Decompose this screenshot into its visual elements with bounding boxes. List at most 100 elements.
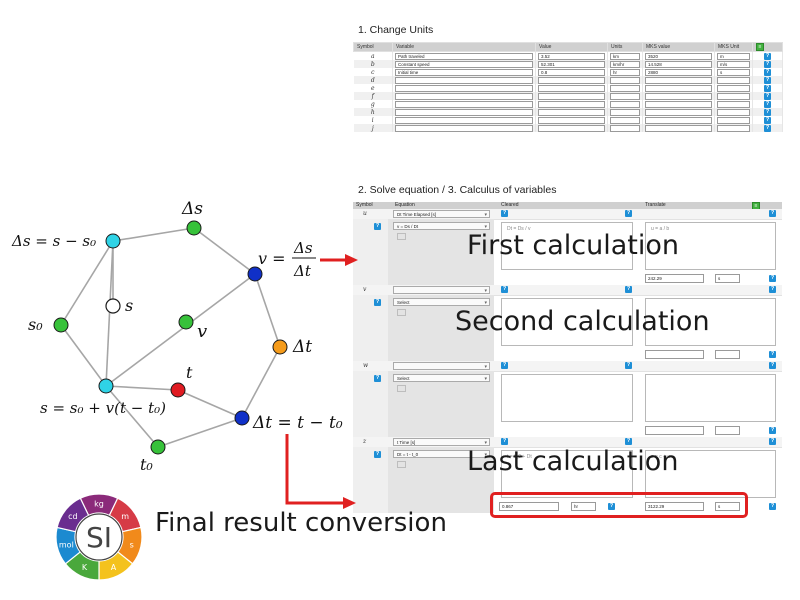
help-icon[interactable]: ? — [764, 108, 771, 116]
variable-input[interactable] — [395, 84, 533, 92]
units-input[interactable]: km — [610, 52, 640, 60]
value-input[interactable] — [538, 76, 605, 84]
variable-select[interactable]: Dt Time Elapsed [s] — [393, 210, 490, 218]
help-icon[interactable]: ? — [769, 275, 776, 282]
mks-value-input[interactable] — [645, 116, 712, 124]
mks-unit-input[interactable] — [717, 76, 750, 84]
help-icon[interactable]: ? — [769, 286, 776, 293]
help-icon[interactable]: ? — [625, 210, 632, 217]
variable-input[interactable] — [395, 92, 533, 100]
variable-input[interactable]: Initial time — [395, 68, 533, 76]
help-icon[interactable]: ? — [625, 362, 632, 369]
help-icon[interactable]: ? — [764, 52, 771, 60]
units-input[interactable]: km/hr — [610, 60, 640, 68]
mks-unit-input[interactable]: s — [717, 68, 750, 76]
variable-select[interactable] — [393, 286, 490, 294]
result-value-input[interactable]: 3122.29 — [645, 502, 704, 511]
result-unit-input[interactable]: s — [715, 502, 740, 511]
mks-value-input[interactable] — [645, 92, 712, 100]
mks-value-input[interactable] — [645, 108, 712, 116]
help-icon[interactable]: ? — [501, 210, 508, 217]
mks-value-input[interactable] — [645, 100, 712, 108]
mks-value-input[interactable] — [645, 84, 712, 92]
help-icon[interactable]: ? — [764, 60, 771, 68]
settings-icon[interactable]: ≡ — [756, 43, 764, 51]
help-icon[interactable]: ? — [769, 438, 776, 445]
result-unit-input[interactable]: s — [715, 274, 740, 283]
value-input[interactable] — [538, 124, 605, 132]
units-input[interactable] — [610, 124, 640, 132]
mks-unit-input[interactable]: m/s — [717, 60, 750, 68]
value-input[interactable] — [538, 84, 605, 92]
help-icon[interactable]: ? — [501, 438, 508, 445]
help-icon[interactable]: ? — [374, 451, 381, 458]
help-icon[interactable]: ? — [608, 503, 615, 510]
units-input[interactable] — [610, 116, 640, 124]
variable-input[interactable] — [395, 116, 533, 124]
translate-textarea[interactable]: u = a / b — [645, 222, 776, 270]
cleared-textarea[interactable] — [501, 374, 633, 422]
variable-select[interactable] — [393, 362, 490, 370]
units-input[interactable] — [610, 92, 640, 100]
mks-unit-input[interactable] — [717, 124, 750, 132]
cleared-textarea[interactable]: t = t_0 + Dt — [501, 450, 633, 498]
mks-value-input[interactable] — [645, 76, 712, 84]
help-icon[interactable]: ? — [769, 351, 776, 358]
units-input[interactable] — [610, 76, 640, 84]
equation-button[interactable] — [397, 233, 406, 240]
cleared-textarea[interactable]: Dt = Ds / v — [501, 222, 633, 270]
mks-value-input[interactable]: 3520 — [645, 52, 712, 60]
help-icon[interactable]: ? — [764, 124, 771, 132]
result-value-input[interactable] — [645, 426, 704, 435]
equation-button[interactable] — [397, 385, 406, 392]
value-input[interactable] — [538, 92, 605, 100]
help-icon[interactable]: ? — [764, 84, 771, 92]
value-input[interactable]: 52.301 — [538, 60, 605, 68]
help-icon[interactable]: ? — [625, 286, 632, 293]
variable-select[interactable]: t Time [s] — [393, 438, 490, 446]
result-unit-input[interactable] — [715, 426, 740, 435]
mks-unit-input[interactable] — [717, 100, 750, 108]
mks-unit-input[interactable] — [717, 92, 750, 100]
equation-select[interactable]: Dt = t - t_0 — [393, 450, 490, 458]
equation-select[interactable]: v = Ds / Dt — [393, 222, 490, 230]
help-icon[interactable]: ? — [769, 210, 776, 217]
help-icon[interactable]: ? — [769, 362, 776, 369]
help-icon[interactable]: ? — [769, 427, 776, 434]
value-input[interactable] — [538, 100, 605, 108]
mks-unit-input[interactable] — [717, 84, 750, 92]
mks-value-input[interactable]: 2880 — [645, 68, 712, 76]
final-unit-input[interactable]: hr — [571, 502, 596, 511]
result-value-input[interactable] — [645, 350, 704, 359]
help-icon[interactable]: ? — [501, 362, 508, 369]
translate-textarea[interactable] — [645, 298, 776, 346]
translate-textarea[interactable] — [645, 374, 776, 422]
units-input[interactable] — [610, 100, 640, 108]
equation-select[interactable]: Select — [393, 298, 490, 306]
variable-input[interactable]: Constant speed — [395, 60, 533, 68]
help-icon[interactable]: ? — [764, 92, 771, 100]
variable-input[interactable] — [395, 108, 533, 116]
help-icon[interactable]: ? — [374, 299, 381, 306]
help-icon[interactable]: ? — [764, 116, 771, 124]
help-icon[interactable]: ? — [374, 375, 381, 382]
result-unit-input[interactable] — [715, 350, 740, 359]
mks-value-input[interactable]: 14.528 — [645, 60, 712, 68]
translate-textarea[interactable]: z = c + u — [645, 450, 776, 498]
mks-unit-input[interactable] — [717, 108, 750, 116]
help-icon[interactable]: ? — [764, 68, 771, 76]
variable-input[interactable] — [395, 100, 533, 108]
equation-button[interactable] — [397, 309, 406, 316]
value-input[interactable]: 3.52 — [538, 52, 605, 60]
mks-value-input[interactable] — [645, 124, 712, 132]
value-input[interactable]: 0.8 — [538, 68, 605, 76]
mks-unit-input[interactable]: m — [717, 52, 750, 60]
equation-select[interactable]: Select — [393, 374, 490, 382]
equation-button[interactable] — [397, 461, 406, 468]
help-icon[interactable]: ? — [764, 76, 771, 84]
help-icon[interactable]: ? — [374, 223, 381, 230]
variable-input[interactable] — [395, 76, 533, 84]
variable-input[interactable]: Path traveled — [395, 52, 533, 60]
value-input[interactable] — [538, 108, 605, 116]
help-icon[interactable]: ? — [764, 100, 771, 108]
